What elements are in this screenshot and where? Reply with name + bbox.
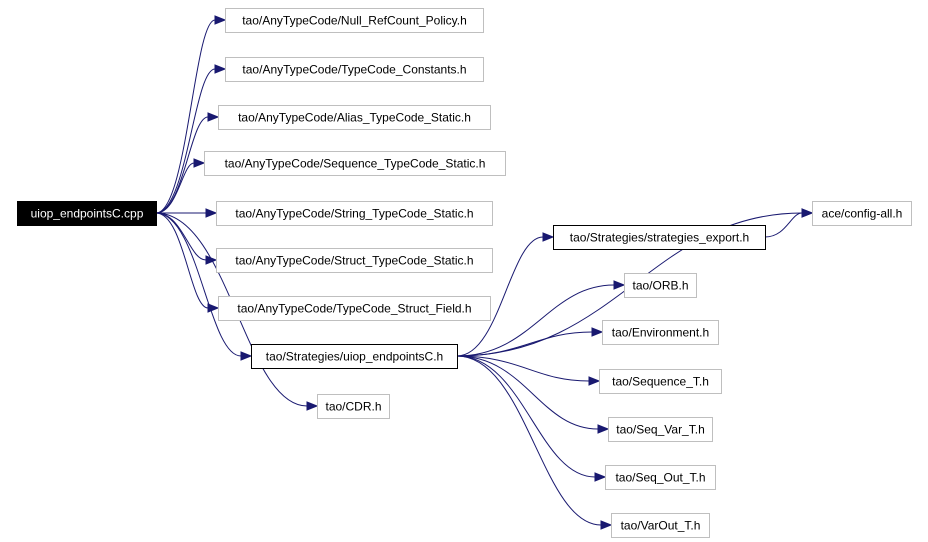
node-seq_out[interactable]: tao/Seq_Out_T.h — [605, 465, 716, 490]
edge-strategies_export-to-config_all — [764, 212, 803, 238]
arrowhead-root-to-cdr — [306, 401, 319, 411]
node-label: ace/config-all.h — [822, 207, 903, 221]
node-uiop_h[interactable]: tao/Strategies/uiop_endpointsC.h — [251, 344, 458, 369]
edge-uiop_h-to-orb — [456, 284, 615, 357]
node-struct_field[interactable]: tao/AnyTypeCode/TypeCode_Struct_Field.h — [218, 296, 491, 321]
node-box — [608, 417, 713, 442]
node-box — [624, 273, 697, 298]
node-environment[interactable]: tao/Environment.h — [602, 320, 719, 345]
nodes-layer: uiop_endpointsC.cpp tao/AnyTypeCode/Null_… — [17, 8, 912, 538]
arrowhead-root-to-null_refcount — [214, 15, 227, 25]
arrowhead-root-to-alias_static — [207, 112, 220, 122]
node-sequence_static[interactable]: tao/AnyTypeCode/Sequence_TypeCode_Static… — [204, 151, 506, 176]
edge-uiop_h-to-environment — [456, 331, 593, 357]
node-label: tao/Environment.h — [612, 326, 709, 340]
arrowhead-root-to-uiop_h — [240, 351, 253, 361]
node-struct_static[interactable]: tao/AnyTypeCode/Struct_TypeCode_Static.h — [216, 248, 493, 273]
node-label: tao/Strategies/uiop_endpointsC.h — [266, 350, 443, 364]
arrowhead-uiop_h-to-environment — [591, 327, 604, 337]
node-cdr[interactable]: tao/CDR.h — [317, 394, 390, 419]
edge-root-to-sequence_static — [155, 162, 195, 214]
arrowhead-uiop_h-to-strategies_export — [542, 232, 555, 242]
node-box — [599, 369, 722, 394]
node-label: tao/AnyTypeCode/TypeCode_Struct_Field.h — [237, 302, 471, 316]
node-label: tao/VarOut_T.h — [621, 519, 701, 533]
node-label: tao/ORB.h — [632, 279, 688, 293]
node-box — [317, 394, 390, 419]
node-box — [225, 8, 484, 33]
edge-root-to-alias_static — [155, 116, 209, 214]
node-label: tao/AnyTypeCode/Null_RefCount_Policy.h — [242, 14, 467, 28]
arrowhead-strategies_export-to-config_all — [801, 208, 814, 218]
arrowhead-uiop_h-to-sequence_t — [588, 376, 601, 386]
node-label: tao/Seq_Var_T.h — [616, 423, 705, 437]
node-config_all[interactable]: ace/config-all.h — [812, 201, 912, 226]
node-label: tao/Strategies/strategies_export.h — [570, 231, 749, 245]
node-seq_var[interactable]: tao/Seq_Var_T.h — [608, 417, 713, 442]
node-label: tao/AnyTypeCode/Sequence_TypeCode_Static… — [225, 157, 486, 171]
node-label: tao/AnyTypeCode/String_TypeCode_Static.h — [235, 207, 473, 221]
node-box — [605, 465, 716, 490]
node-orb[interactable]: tao/ORB.h — [624, 273, 697, 298]
node-sequence_t[interactable]: tao/Sequence_T.h — [599, 369, 722, 394]
node-root[interactable]: uiop_endpointsC.cpp — [17, 201, 157, 226]
edge-root-to-tc_constants — [155, 68, 216, 214]
node-tc_constants[interactable]: tao/AnyTypeCode/TypeCode_Constants.h — [225, 57, 484, 82]
node-alias_static[interactable]: tao/AnyTypeCode/Alias_TypeCode_Static.h — [218, 105, 491, 130]
arrowhead-root-to-sequence_static — [193, 158, 206, 168]
arrowhead-root-to-struct_static — [205, 255, 218, 265]
arrowhead-uiop_h-to-seq_var — [597, 424, 610, 434]
node-strategies_export[interactable]: tao/Strategies/strategies_export.h — [553, 225, 766, 250]
edge-uiop_h-to-strategies_export — [456, 236, 544, 357]
edge-uiop_h-to-seq_out — [456, 355, 596, 478]
node-box — [218, 296, 491, 321]
node-label: tao/CDR.h — [325, 400, 381, 414]
node-box — [812, 201, 912, 226]
node-label: tao/Sequence_T.h — [612, 375, 709, 389]
node-box — [204, 151, 506, 176]
edge-root-to-struct_static — [155, 212, 207, 261]
arrowhead-uiop_h-to-seq_out — [594, 472, 607, 482]
node-label: tao/AnyTypeCode/TypeCode_Constants.h — [242, 63, 466, 77]
node-label: tao/AnyTypeCode/Alias_TypeCode_Static.h — [238, 111, 471, 125]
node-box — [251, 344, 458, 369]
arrowhead-uiop_h-to-varout — [600, 520, 613, 530]
edge-root-to-null_refcount — [155, 19, 216, 214]
edge-root-to-struct_field — [155, 212, 209, 309]
node-box — [553, 225, 766, 250]
node-box — [218, 105, 491, 130]
node-varout[interactable]: tao/VarOut_T.h — [611, 513, 710, 538]
edge-root-to-uiop_h — [155, 212, 242, 357]
node-box — [216, 248, 493, 273]
edge-uiop_h-to-varout — [456, 355, 602, 526]
arrowhead-root-to-tc_constants — [214, 64, 227, 74]
node-label: tao/Seq_Out_T.h — [615, 471, 705, 485]
arrowhead-root-to-string_static — [205, 208, 218, 218]
node-box — [602, 320, 719, 345]
node-box — [611, 513, 710, 538]
node-box — [17, 201, 157, 226]
arrowhead-uiop_h-to-orb — [613, 280, 626, 290]
node-box — [225, 57, 484, 82]
node-label: uiop_endpointsC.cpp — [31, 207, 144, 221]
edge-uiop_h-to-seq_var — [456, 355, 599, 430]
node-box — [216, 201, 493, 226]
node-label: tao/AnyTypeCode/Struct_TypeCode_Static.h — [235, 254, 473, 268]
node-null_refcount[interactable]: tao/AnyTypeCode/Null_RefCount_Policy.h — [225, 8, 484, 33]
edge-uiop_h-to-sequence_t — [456, 355, 590, 382]
node-string_static[interactable]: tao/AnyTypeCode/String_TypeCode_Static.h — [216, 201, 493, 226]
